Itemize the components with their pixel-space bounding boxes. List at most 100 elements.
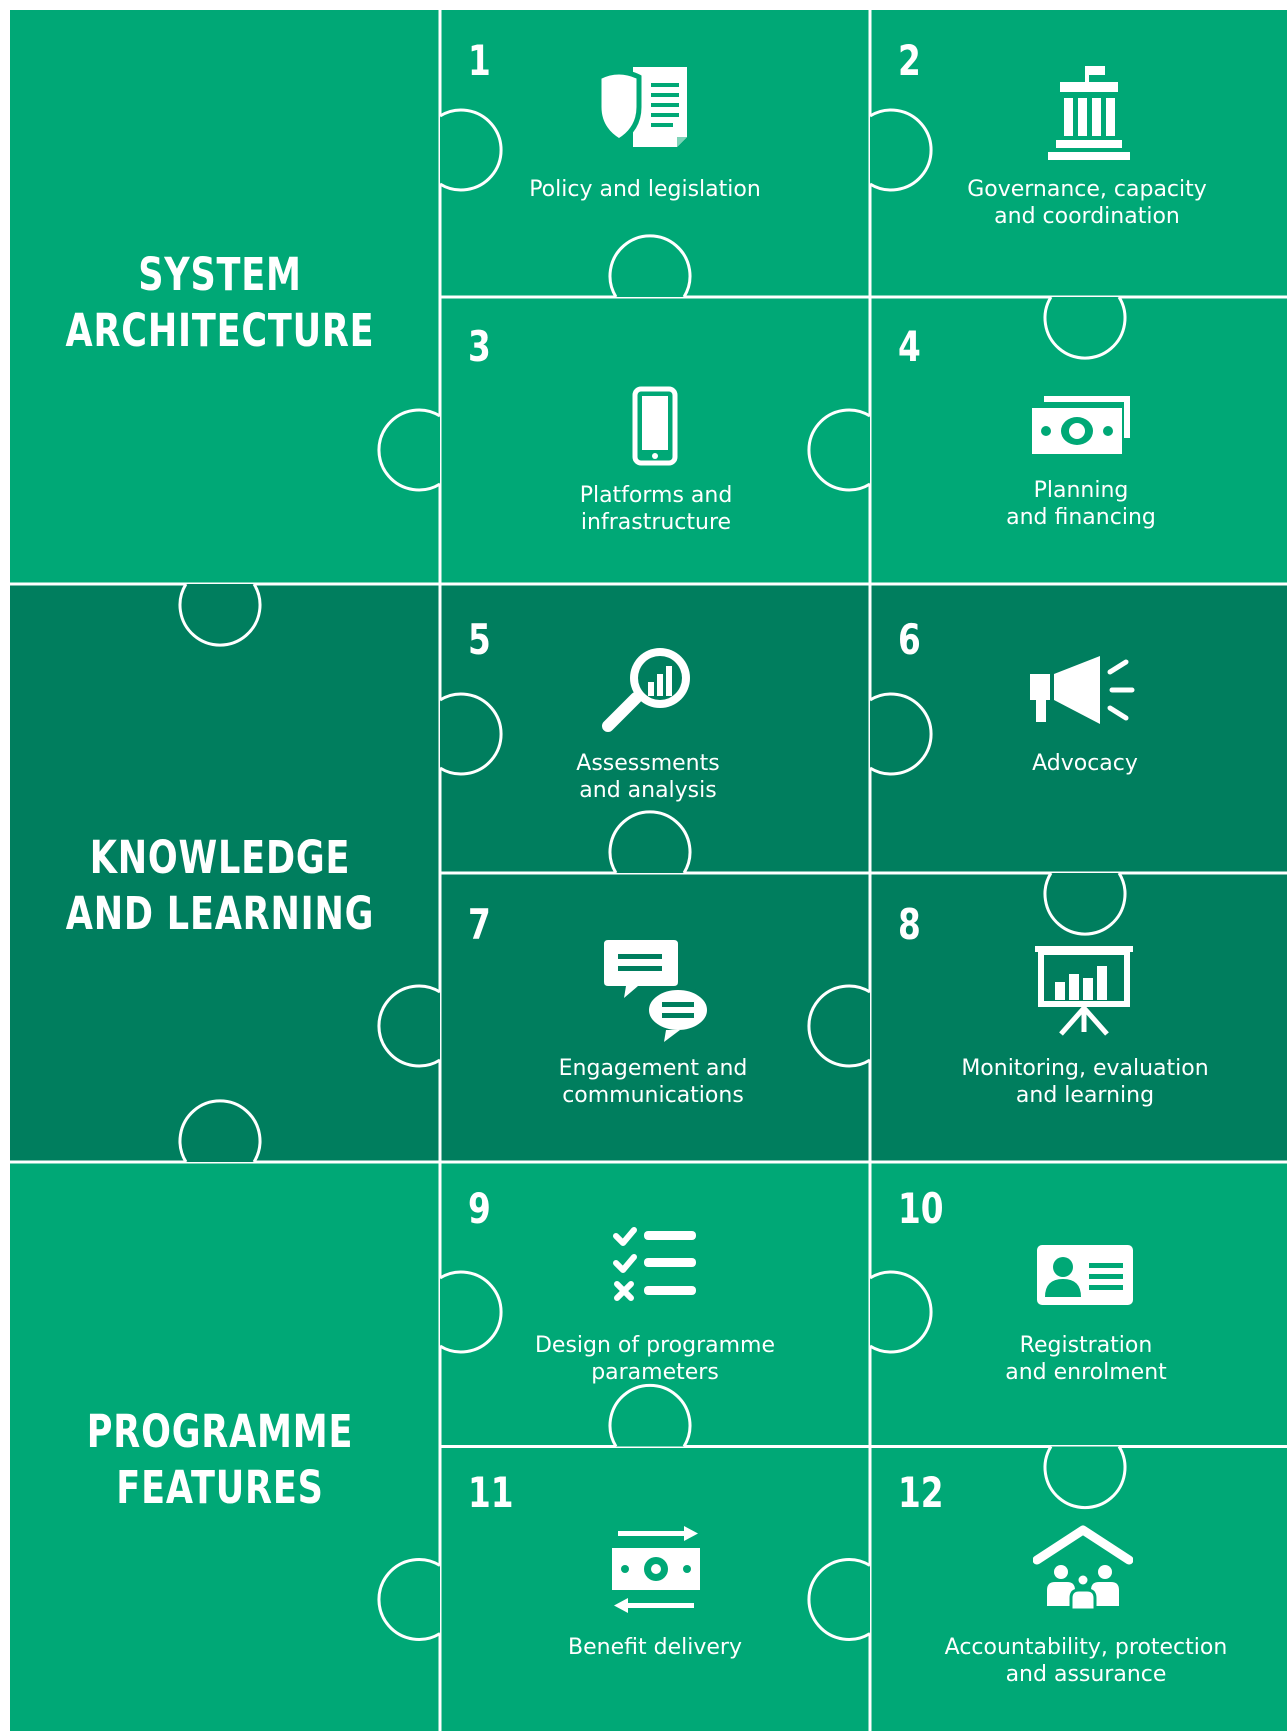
puzzle-knob — [378, 1559, 441, 1640]
section-title-programme-features: PROGRAMME FEATURES — [56, 1404, 384, 1516]
puzzle-knob-edge — [807, 408, 871, 492]
tile-label-line: and coordination — [994, 204, 1180, 229]
puzzle-knob — [808, 986, 871, 1066]
tile-label-12: Accountability, protection and assurance — [916, 1634, 1256, 1688]
money-transfer-icon — [612, 1526, 700, 1613]
tile-number-8: 8 — [898, 900, 921, 949]
tile-label-line: Registration — [1019, 1333, 1153, 1358]
tile-number-10: 10 — [898, 1184, 944, 1233]
puzzle-knob-edge — [178, 1099, 262, 1163]
puzzle-knob-edge — [178, 583, 262, 647]
puzzle-knob-edge — [807, 984, 871, 1068]
tile-label-line: communications — [562, 1083, 744, 1108]
puzzle-knob-edge — [869, 108, 933, 192]
tile-number-11: 11 — [468, 1468, 514, 1517]
puzzle-knob-edge — [869, 692, 933, 776]
puzzle-knob — [870, 109, 932, 190]
tile-label-10: Registration and enrolment — [916, 1332, 1256, 1386]
puzzle-knob — [378, 410, 441, 490]
section-title-system-architecture: SYSTEM ARCHITECTURE — [56, 247, 384, 359]
tile-label-line: Governance, capacity — [967, 177, 1207, 202]
puzzle-knob — [1045, 1446, 1126, 1508]
puzzle-knob — [179, 584, 260, 646]
section-title-line: KNOWLEDGE — [89, 831, 351, 884]
tile-label-line: Accountability, protection — [944, 1635, 1228, 1660]
tile-label-9: Design of programme parameters — [485, 1332, 825, 1386]
puzzle-knob — [1045, 297, 1125, 359]
section-title-line: AND LEARNING — [65, 887, 375, 940]
puzzle-knob-edge — [608, 1384, 692, 1448]
family-shelter-icon — [1033, 1525, 1133, 1612]
speech-bubbles-icon — [604, 940, 711, 1042]
tile-label-line: and assurance — [1005, 1662, 1167, 1687]
magnifier-chart-icon — [602, 648, 690, 732]
puzzle-knob — [1045, 873, 1126, 935]
puzzle-knob — [610, 235, 690, 297]
puzzle-knob-edge — [1043, 296, 1127, 360]
puzzle-knob-edge — [439, 108, 503, 192]
tile-label-2: Governance, capacity and coordination — [917, 176, 1257, 230]
tile-number-9: 9 — [468, 1184, 491, 1233]
tile-number-1: 1 — [468, 36, 491, 85]
megaphone-icon — [1030, 656, 1135, 724]
puzzle-knob-edge — [439, 692, 503, 776]
puzzle-knob-edge — [807, 1558, 871, 1641]
tile-label-line: Engagement and — [558, 1056, 748, 1081]
section-title-knowledge-and-learning: KNOWLEDGE AND LEARNING — [56, 830, 384, 942]
puzzle-knob-edge — [439, 1270, 503, 1354]
puzzle-knob — [440, 694, 502, 774]
puzzle-knob-edge — [1043, 872, 1127, 936]
section-title-line: FEATURES — [116, 1461, 324, 1514]
checklist-icon — [613, 1227, 696, 1301]
puzzle-knob-edge — [377, 408, 441, 492]
puzzle-knob — [610, 811, 690, 873]
puzzle-knob — [870, 1272, 932, 1352]
puzzle-knob — [378, 986, 441, 1067]
tile-label-line: Design of programme — [534, 1333, 776, 1358]
tile-label-line: Platforms and — [579, 483, 733, 508]
tile-number-12: 12 — [898, 1468, 944, 1517]
puzzle-knob — [440, 109, 502, 190]
tile-label-1: Policy and legislation — [475, 176, 815, 203]
tile-label-8: Monitoring, evaluation and learning — [915, 1055, 1255, 1109]
puzzle-knob — [610, 1385, 690, 1447]
puzzle-knob-edge — [608, 810, 692, 874]
tile-label-line: and analysis — [579, 778, 717, 803]
tile-number-7: 7 — [468, 900, 491, 949]
section-title-line: SYSTEM — [138, 248, 302, 301]
tile-label-line: and financing — [1006, 505, 1156, 530]
puzzle-knob-edge — [608, 234, 692, 298]
policy-document-shield-icon — [596, 67, 687, 147]
mobile-phone-icon — [632, 386, 678, 466]
tile-label-7: Engagement and communications — [483, 1055, 823, 1109]
tile-number-6: 6 — [898, 615, 921, 664]
tile-label-line: Policy and legislation — [529, 177, 761, 202]
tile-label-3: Platforms and infrastructure — [486, 482, 826, 536]
presentation-board-icon — [1035, 946, 1133, 1036]
puzzle-knob — [808, 410, 871, 490]
tile-label-5: Assessments and analysis — [478, 750, 818, 804]
tile-label-line: parameters — [591, 1360, 719, 1385]
puzzle-knob — [808, 1559, 871, 1640]
puzzle-knob-edge — [1043, 1445, 1127, 1509]
tile-label-6: Advocacy — [915, 750, 1255, 777]
tile-label-line: Monitoring, evaluation — [961, 1056, 1209, 1081]
puzzle-knob-edge — [869, 1270, 933, 1354]
id-card-icon — [1037, 1245, 1133, 1305]
banknotes-icon — [1032, 396, 1130, 454]
tile-label-line: infrastructure — [580, 510, 732, 535]
tile-label-line: Advocacy — [1032, 751, 1138, 776]
tile-label-11: Benefit delivery — [485, 1634, 825, 1661]
puzzle-knob — [870, 694, 932, 774]
tile-number-3: 3 — [468, 322, 491, 371]
section-title-line: PROGRAMME — [86, 1405, 354, 1458]
puzzle-knob-edge — [377, 1558, 441, 1641]
tile-number-2: 2 — [898, 36, 921, 85]
tile-label-4: Planning and financing — [911, 477, 1251, 531]
puzzle-knob — [179, 1100, 260, 1162]
government-building-icon — [1048, 66, 1130, 160]
tile-number-5: 5 — [468, 615, 491, 664]
tile-number-4: 4 — [898, 322, 921, 371]
puzzle-knob — [440, 1272, 502, 1352]
